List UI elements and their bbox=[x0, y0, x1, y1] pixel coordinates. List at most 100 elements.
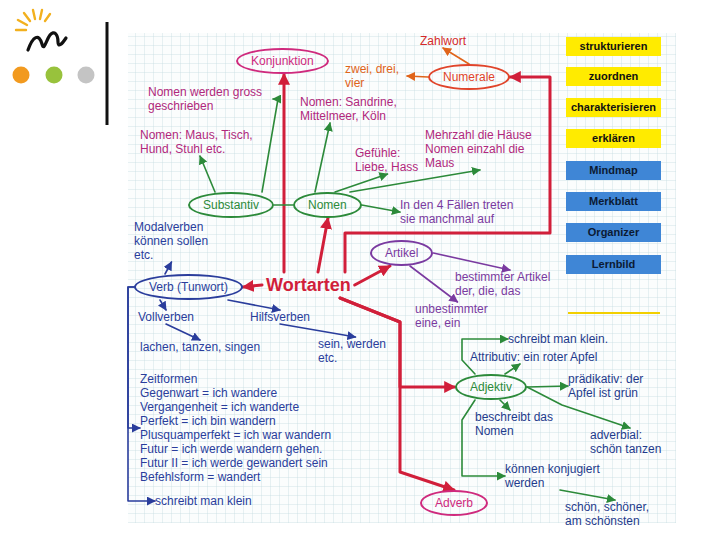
oval-node: Verb (Tunwort) bbox=[134, 274, 243, 300]
text-node: Nomen werden gross geschrieben bbox=[148, 85, 273, 113]
node-text: In den 4 Fällen treten sie manchmal auf bbox=[400, 198, 530, 226]
node-text: beschreibt das Nomen bbox=[475, 410, 560, 438]
node-text: schön, schöner, am schönsten bbox=[565, 500, 665, 528]
node-text: schreibt man klein. bbox=[508, 332, 608, 346]
node-text: lachen, tanzen, singen bbox=[140, 340, 260, 354]
oval-node: Artikel bbox=[370, 240, 433, 266]
text-node: schreibt man klein. bbox=[508, 332, 608, 346]
node-text: Zahlwort bbox=[420, 34, 466, 48]
connector bbox=[166, 324, 200, 340]
node-text: strukturieren bbox=[580, 40, 648, 53]
node-text: Vollverben bbox=[138, 310, 194, 324]
node-text: Adjektiv bbox=[470, 380, 512, 394]
text-node: Nomen: Sandrine, Mittelmeer, Köln bbox=[300, 95, 400, 123]
connector bbox=[283, 74, 286, 272]
text-node: Nomen: Maus, Tisch, Hund, Stuhl etc. bbox=[140, 128, 260, 156]
node-text: Verb (Tunwort) bbox=[149, 280, 228, 294]
text-node: unbestimmter eine, ein bbox=[415, 302, 500, 330]
text-node: prädikativ: der Apfel ist grün bbox=[568, 372, 668, 400]
connector bbox=[560, 490, 615, 500]
oval-node: Adjektiv bbox=[455, 374, 527, 400]
node-text: Lernbild bbox=[592, 258, 635, 271]
node-text: Merkblatt bbox=[589, 195, 638, 208]
oval-node: Numerale bbox=[428, 64, 510, 90]
button-box: Mindmap bbox=[566, 161, 661, 180]
node-text: Hilfsverben bbox=[250, 310, 310, 324]
node-text: Attributiv: ein roter Apfel bbox=[470, 350, 597, 364]
button-box: Organizer bbox=[566, 223, 661, 242]
node-text: Mehrzahl die Häuse bbox=[425, 128, 535, 142]
text-node: zwei, drei, vier bbox=[345, 62, 407, 90]
node-text: Wortarten bbox=[266, 274, 351, 296]
connector bbox=[228, 300, 280, 310]
text-node: Vollverben bbox=[138, 310, 194, 324]
text-node: Zahlwort bbox=[420, 34, 466, 48]
node-text: Gefühle: Liebe, Hass bbox=[355, 146, 420, 174]
node-text: charakterisieren bbox=[571, 101, 656, 114]
node-text: Nomen einzahl die Maus bbox=[425, 142, 535, 170]
oval-node: Nomen bbox=[293, 192, 362, 218]
text-node: adverbial: schön tanzen bbox=[590, 428, 670, 456]
connector bbox=[160, 300, 166, 310]
node-text: Konjunktion bbox=[251, 54, 314, 68]
connector bbox=[318, 218, 328, 272]
node-text: adverbial: schön tanzen bbox=[590, 428, 670, 456]
connector bbox=[200, 156, 215, 192]
connector bbox=[362, 205, 400, 212]
text-node: bestimmter Artikel der, die, das bbox=[455, 270, 565, 298]
text-node: Hilfsverben bbox=[250, 310, 310, 324]
connector bbox=[527, 386, 568, 387]
text-node: beschreibt das Nomen bbox=[475, 410, 560, 438]
node-text: Organizer bbox=[588, 226, 639, 239]
node-text: Substantiv bbox=[203, 198, 259, 212]
connector bbox=[315, 123, 330, 192]
connector bbox=[500, 400, 510, 410]
node-text: Zeitformen bbox=[140, 372, 331, 386]
node-text: sein, werden etc. bbox=[318, 337, 393, 365]
logo-sun-rays bbox=[16, 10, 50, 30]
text-node: lachen, tanzen, singen bbox=[140, 340, 260, 354]
button-box: strukturieren bbox=[566, 37, 661, 56]
node-text: können konjugiert werden bbox=[505, 462, 615, 490]
paper-grid bbox=[128, 33, 676, 523]
logo bbox=[13, 10, 95, 84]
node-text: zuordnen bbox=[589, 70, 639, 83]
connector bbox=[443, 48, 469, 64]
node-text: schreibt man klein bbox=[155, 494, 252, 508]
node-text: prädikativ: der Apfel ist grün bbox=[568, 372, 668, 400]
connector bbox=[243, 285, 262, 287]
node-text: Futur II = ich werde gewandert sein bbox=[140, 456, 331, 470]
button-box: Merkblatt bbox=[566, 192, 661, 211]
oval-node: Konjunktion bbox=[236, 48, 329, 74]
node-text: Nomen werden gross geschrieben bbox=[148, 85, 273, 113]
text-node: können konjugiert werden bbox=[505, 462, 615, 490]
node-text: Artikel bbox=[385, 246, 418, 260]
text-node: schön, schöner, am schönsten bbox=[565, 500, 665, 528]
node-text: erklären bbox=[592, 132, 635, 145]
center-node: Wortarten bbox=[262, 272, 355, 298]
connector bbox=[165, 262, 172, 274]
button-box: zuordnen bbox=[566, 67, 661, 86]
node-text: Perfekt = ich bin wandern bbox=[140, 414, 331, 428]
node-text: Gegenwart = ich wandere bbox=[140, 386, 331, 400]
logo-dot bbox=[46, 67, 63, 84]
logo-swoosh bbox=[28, 33, 66, 50]
text-node: sein, werden etc. bbox=[318, 337, 393, 365]
connector bbox=[280, 324, 355, 337]
connector bbox=[262, 99, 278, 192]
button-box: erklären bbox=[566, 129, 661, 148]
connector bbox=[128, 287, 140, 428]
node-text: Modalverben können sollen etc. bbox=[134, 220, 209, 262]
node-text: unbestimmter eine, ein bbox=[415, 302, 500, 330]
divider-line bbox=[106, 22, 109, 125]
node-text: Adverb bbox=[435, 496, 473, 510]
node-text: zwei, drei, vier bbox=[345, 62, 407, 90]
connector bbox=[410, 266, 458, 302]
oval-node: Adverb bbox=[420, 490, 488, 516]
connector bbox=[355, 266, 390, 285]
oval-node: Substantiv bbox=[188, 192, 274, 218]
connector bbox=[433, 253, 510, 270]
paper-sheet bbox=[128, 33, 676, 523]
text-node: Gefühle: Liebe, Hass bbox=[355, 146, 420, 174]
